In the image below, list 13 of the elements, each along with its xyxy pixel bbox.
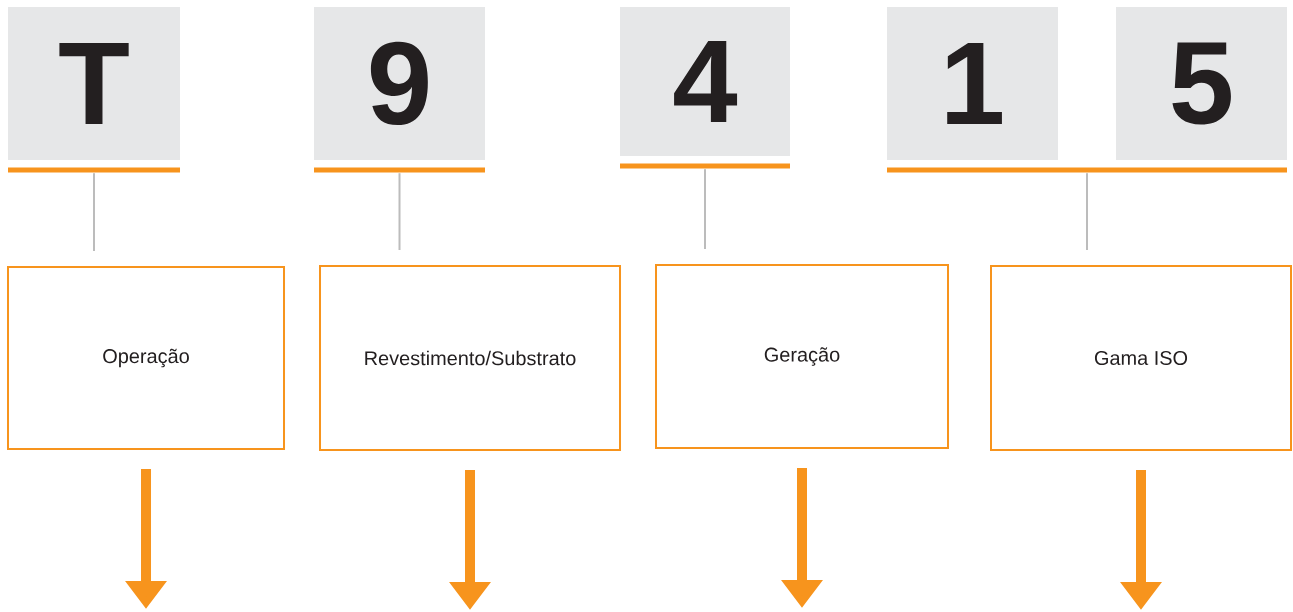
character-box: 1 <box>887 7 1058 160</box>
leader-line <box>1086 172 1088 251</box>
character-box: 5 <box>1116 7 1287 160</box>
label-box: Geração <box>655 264 949 449</box>
label-box: Operação <box>7 266 285 450</box>
character-box: T <box>8 7 180 160</box>
leader-line <box>93 172 95 252</box>
character-box: 9 <box>314 7 485 160</box>
leader-line <box>398 172 401 251</box>
character-box: 4 <box>620 7 790 156</box>
label-box: Gama ISO <box>990 265 1292 451</box>
label-box: Revestimento/Substrato <box>319 265 621 451</box>
leader-line <box>704 168 706 250</box>
